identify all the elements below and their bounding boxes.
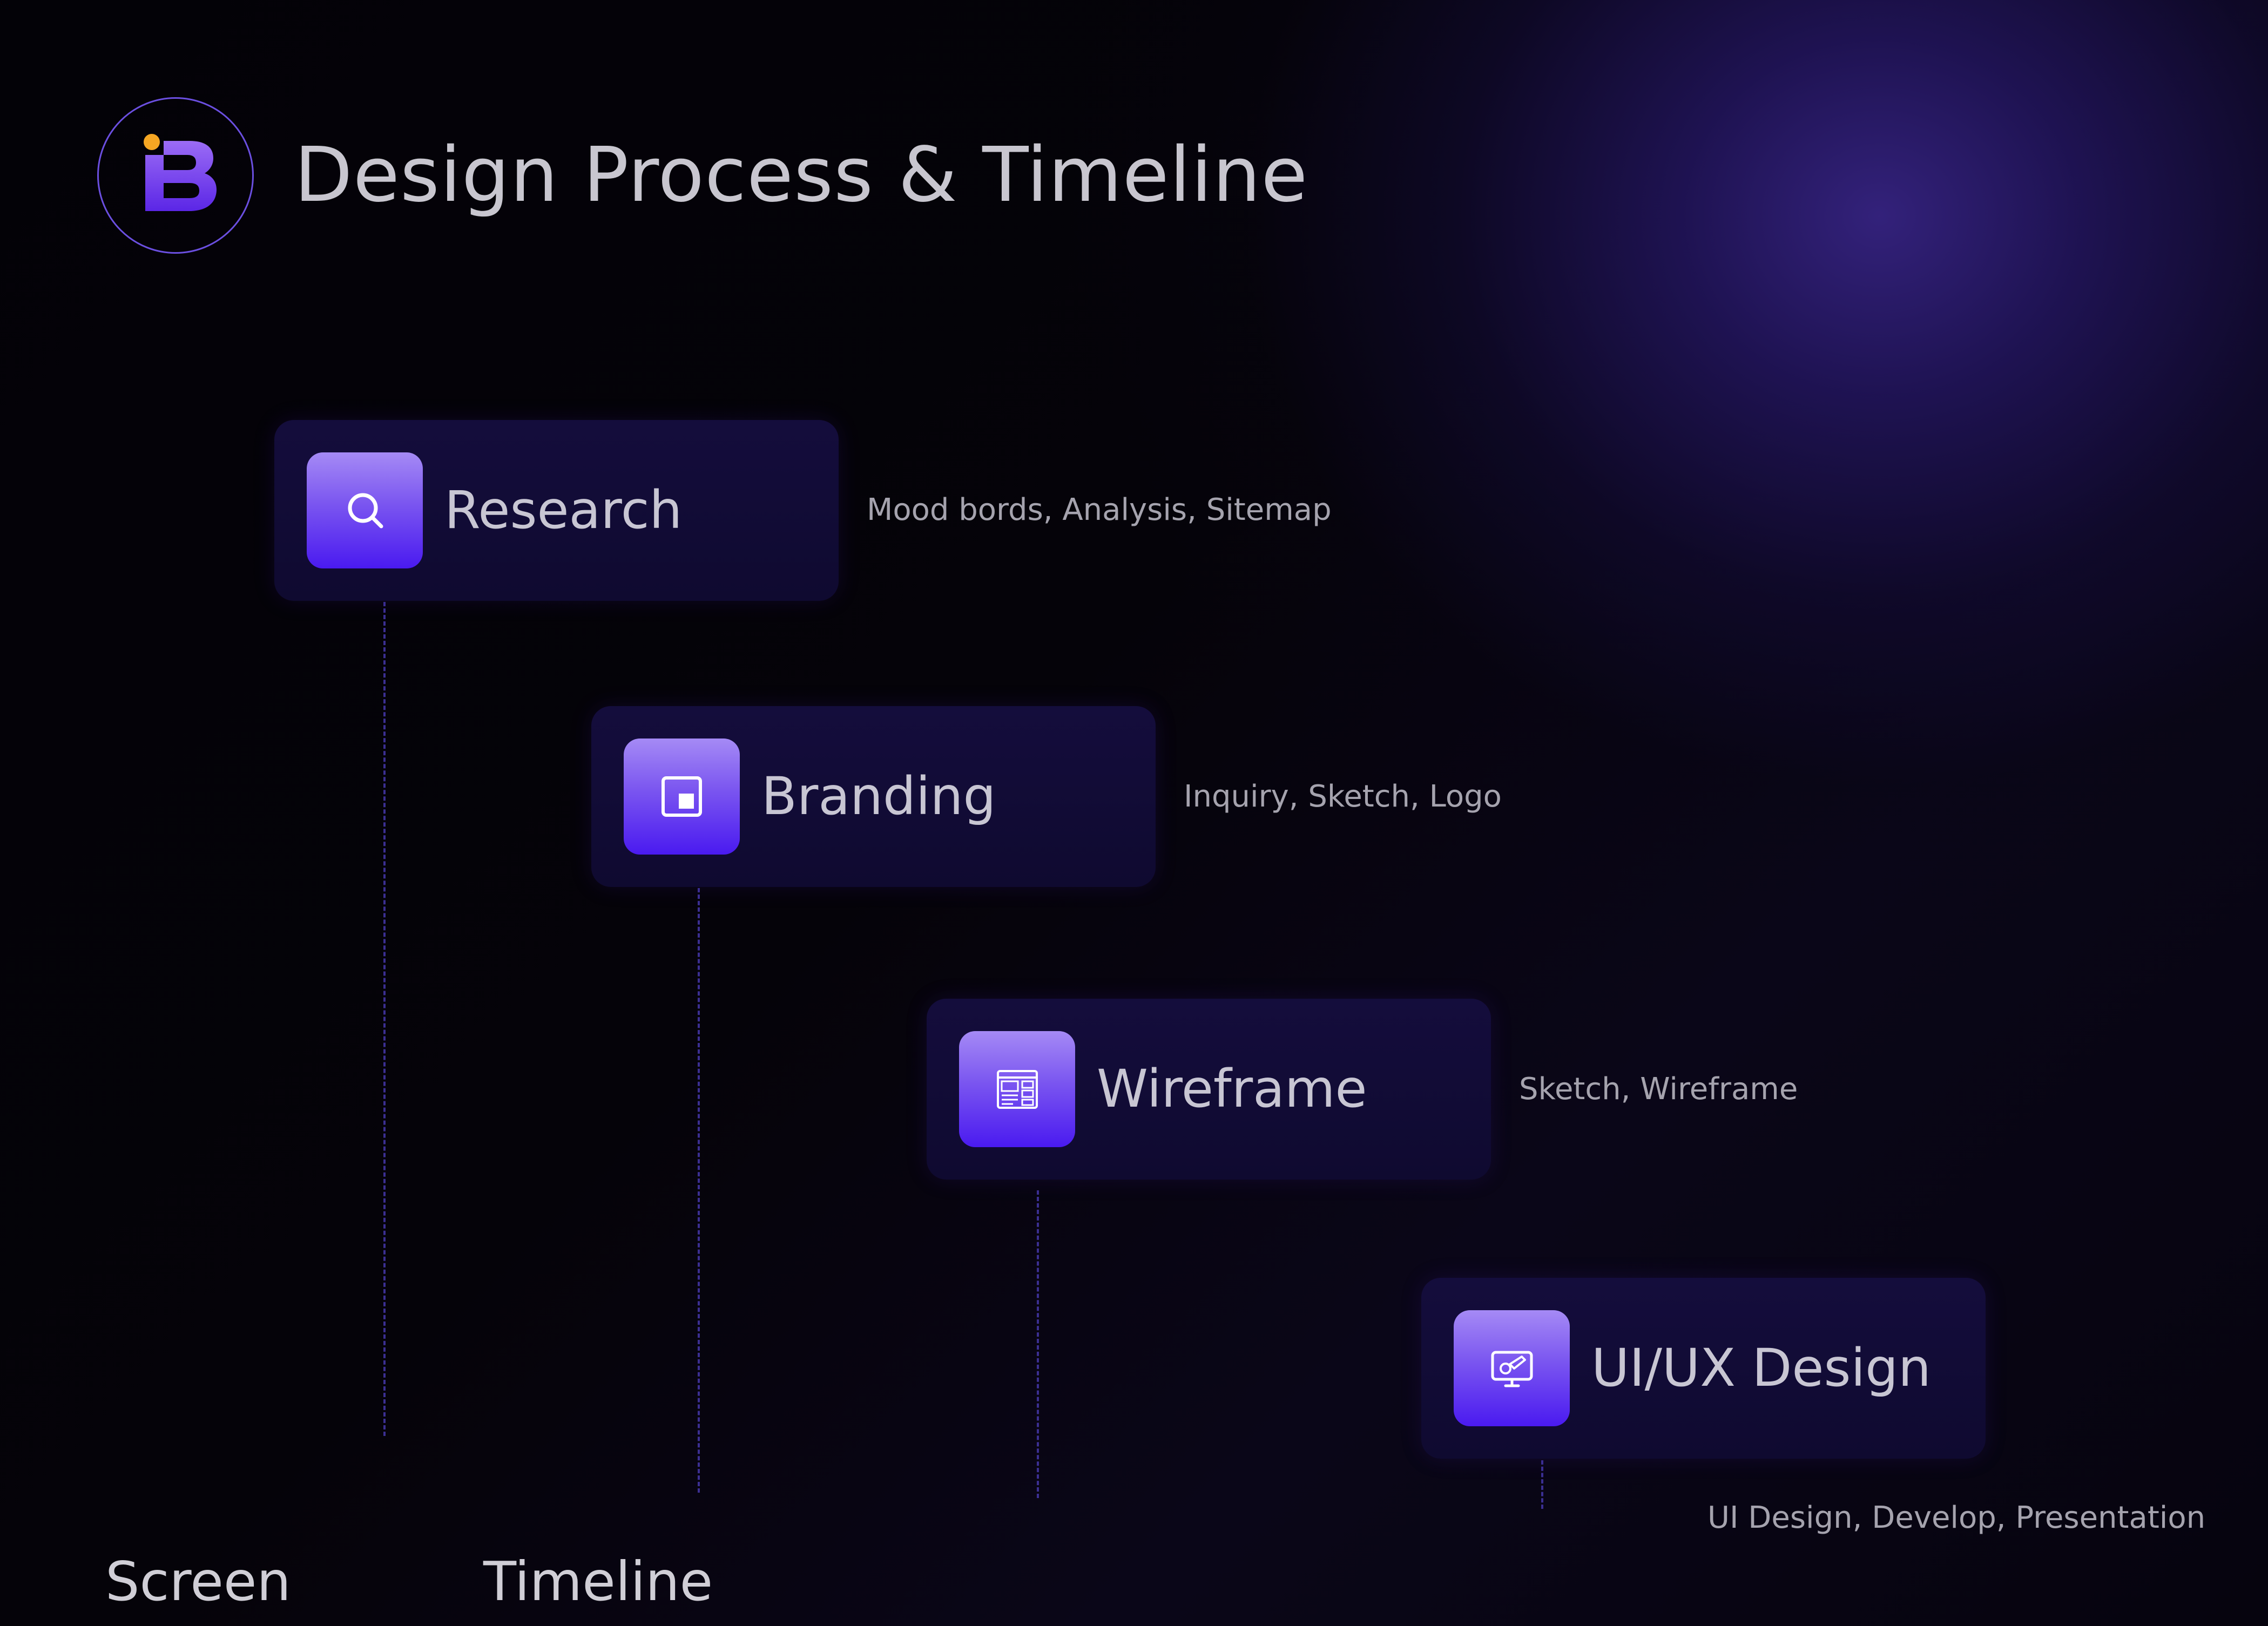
- step-label: Wireframe: [1097, 1059, 1367, 1119]
- step-icon-tile: [959, 1031, 1075, 1147]
- step-card-research[interactable]: Research: [274, 420, 839, 601]
- timeline-line-research: [383, 602, 386, 1436]
- step-label: UI/UX Design: [1591, 1338, 1931, 1398]
- timeline-label: Timeline: [483, 1550, 713, 1613]
- step-label: Research: [444, 480, 683, 540]
- brand-logo: [97, 97, 254, 254]
- step-icon-tile: [307, 452, 423, 568]
- logo-b-icon: [144, 134, 217, 211]
- step-label: Branding: [761, 766, 996, 826]
- wireframe-icon: [997, 1070, 1038, 1109]
- picture-in-picture-icon: [662, 776, 702, 817]
- step-details-branding: Inquiry, Sketch, Logo: [1184, 779, 1502, 814]
- step-icon-tile: [624, 739, 740, 855]
- step-details-research: Mood bords, Analysis, Sitemap: [867, 492, 1332, 527]
- screen-label: Screen: [105, 1550, 291, 1613]
- step-icon-tile: [1454, 1310, 1570, 1426]
- step-details-wireframe: Sketch, Wireframe: [1519, 1072, 1798, 1107]
- step-details-uiux-design: UI Design, Develop, Presentation: [1707, 1500, 2206, 1535]
- timeline-line-branding: [698, 888, 700, 1493]
- page-title: Design Process & Timeline: [294, 131, 1308, 219]
- timeline-line-uiux: [1541, 1460, 1543, 1509]
- design-monitor-icon: [1491, 1351, 1533, 1387]
- step-card-uiux-design[interactable]: UI/UX Design: [1421, 1278, 1986, 1459]
- search-icon: [348, 493, 383, 529]
- step-card-wireframe[interactable]: Wireframe: [927, 999, 1491, 1180]
- timeline-line-wireframe: [1037, 1190, 1039, 1498]
- step-card-branding[interactable]: Branding: [591, 706, 1156, 887]
